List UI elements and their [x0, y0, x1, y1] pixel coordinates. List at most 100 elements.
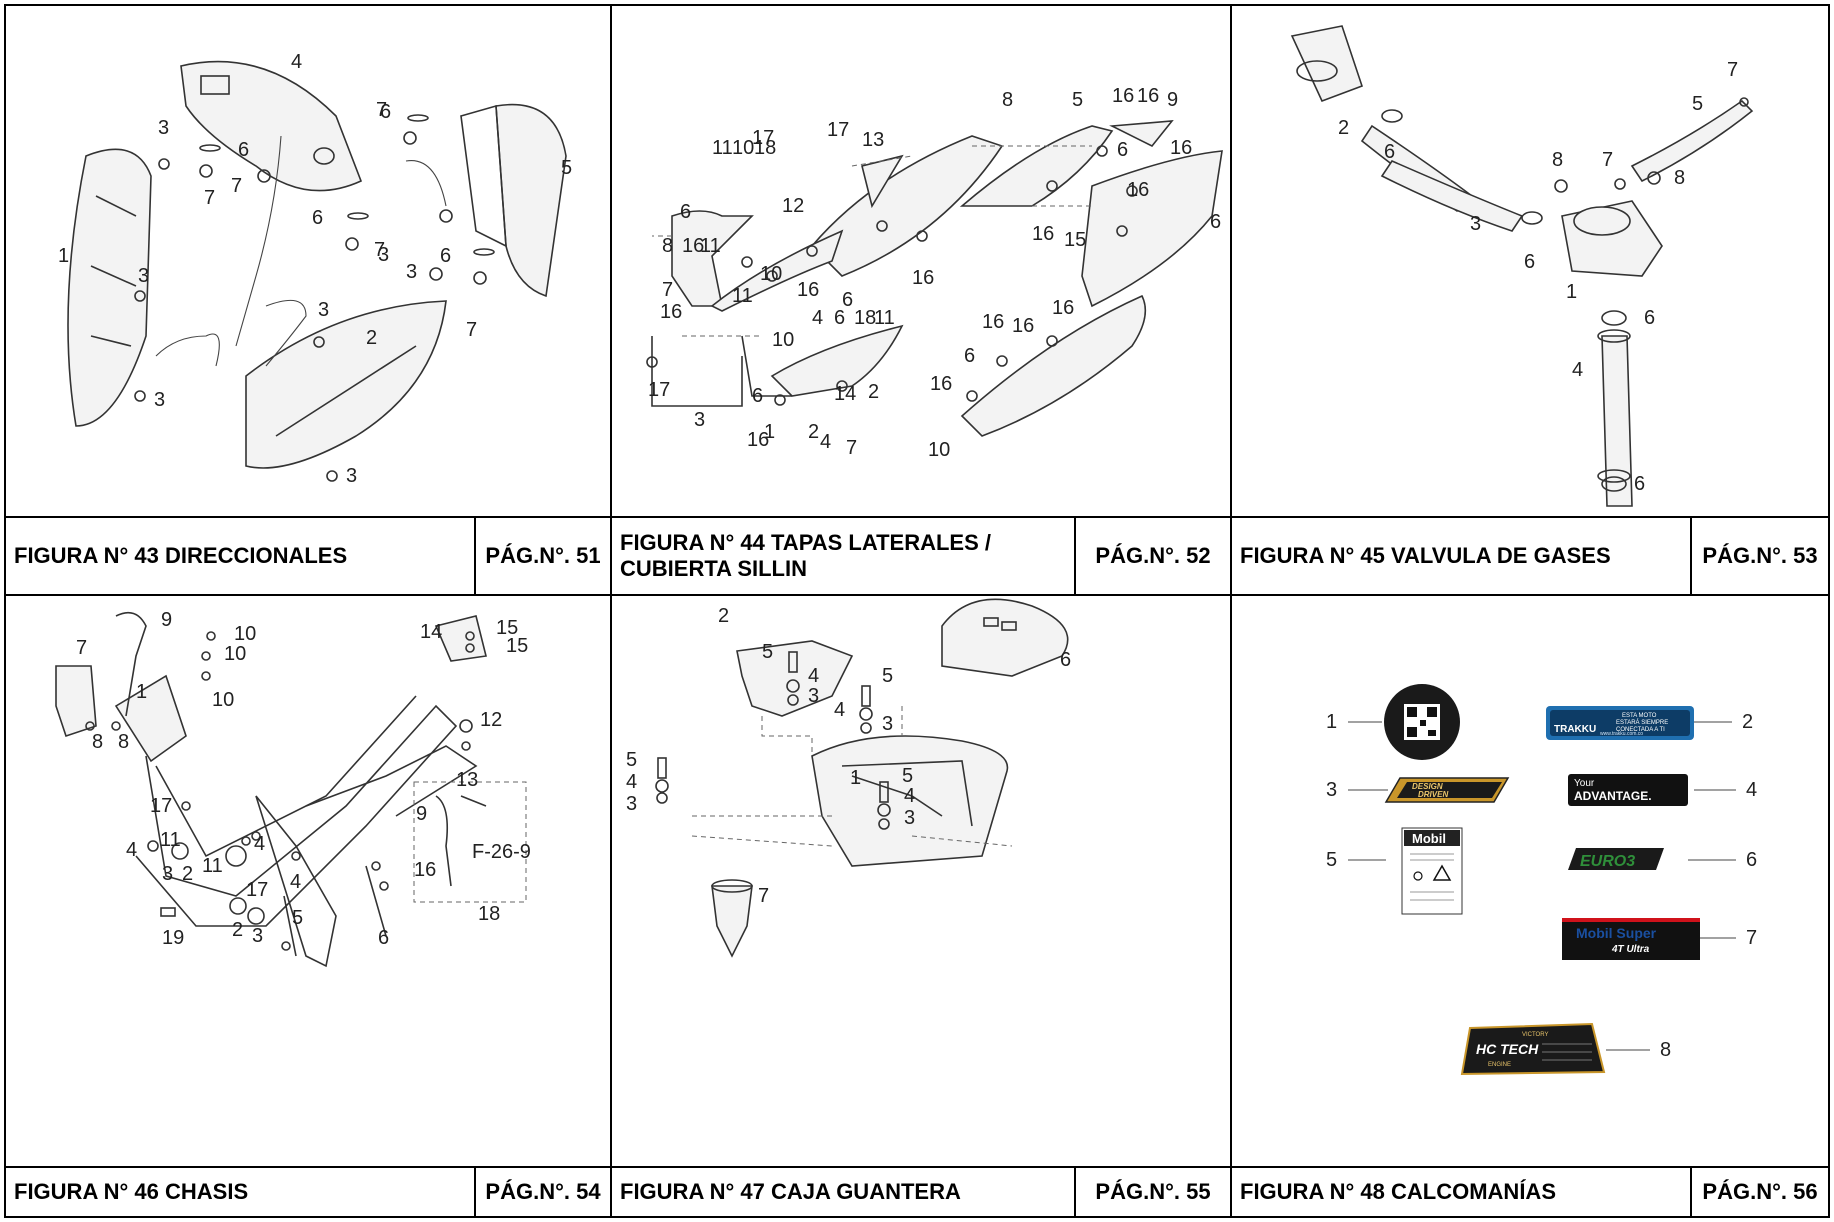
- callout-6: 6: [680, 201, 691, 223]
- callout-10b: 10: [224, 643, 246, 665]
- decal-5-brand: Mobil: [1412, 831, 1446, 846]
- callout-6d: 6: [842, 289, 853, 311]
- callout-4b: 1: [764, 421, 775, 443]
- callout-17: 17: [150, 795, 172, 817]
- callout-5b: 5: [882, 665, 893, 687]
- decal-3-line2: DRIVEN: [1418, 790, 1448, 799]
- decal-4-line1: Your: [1574, 778, 1595, 789]
- callout-2: 2: [1742, 711, 1753, 733]
- callout-17b: 17: [246, 879, 268, 901]
- callout-9: 9: [1167, 89, 1178, 111]
- callout-8b: 8: [1674, 167, 1685, 189]
- callout-16l: 16: [930, 373, 952, 395]
- callout-16f: 16: [1032, 223, 1054, 245]
- callout-12: 12: [480, 709, 502, 731]
- callout-5c: 5: [626, 749, 637, 771]
- figure-43-page: PÁG.N°. 51: [474, 516, 612, 596]
- callout-16m: 6: [752, 385, 763, 407]
- callout-5d: 5: [902, 765, 913, 787]
- glove-box-diagram: 2 6 5 4 3 5 4 3 5 4 3 1 5 4 3 7: [626, 598, 1071, 958]
- decal-8-title: HC TECH: [1476, 1041, 1539, 1057]
- chassis-diagram: 9 10 10 10 7 1 14 15 15 12 13 8 8 17 11 …: [55, 609, 531, 968]
- callout-11b: 11: [202, 855, 223, 877]
- cover-2: [736, 640, 854, 717]
- callout-16n: 11: [732, 285, 753, 307]
- callout-8: 8: [1660, 1039, 1671, 1061]
- front-lamp: [245, 300, 447, 469]
- callout-7: 11: [700, 235, 721, 257]
- decal-5-mobil-label: Mobil: [1401, 827, 1463, 915]
- callout-4: 4: [1572, 359, 1583, 381]
- callout-11b: 8: [662, 235, 673, 257]
- decal-2-line1: ESTA MOTO: [1622, 713, 1657, 719]
- decal-4-line2: ADVANTAGE.: [1574, 789, 1652, 803]
- callout-5: 5: [292, 907, 303, 929]
- decal-4-your-advantage: Your ADVANTAGE.: [1568, 774, 1688, 806]
- figure-46-drawing: 9 10 10 10 7 1 14 15 15 12 13 8 8 17 11 …: [4, 594, 612, 1168]
- lock-7: [711, 885, 753, 958]
- decals-diagram: 1 2 3 4 5 6 7 8: [1326, 684, 1757, 1076]
- callout-4: 16: [660, 301, 682, 323]
- callout-7b: 2: [808, 421, 819, 443]
- right-lens: [495, 103, 567, 298]
- cover-15: [1081, 150, 1223, 308]
- switch-9: [115, 611, 147, 717]
- callout-2: 2: [718, 605, 729, 627]
- callout-6: 6: [1384, 141, 1395, 163]
- figure-47-caption: FIGURA N° 47 CAJA GUANTERA: [610, 1166, 1076, 1218]
- callout-11: 11: [712, 137, 733, 159]
- callout-10c: 18: [854, 307, 876, 329]
- callout-14: 16: [1052, 297, 1074, 319]
- callout-11c: 6: [834, 307, 845, 329]
- callout-2: 17: [648, 379, 670, 401]
- callout-12: 12: [782, 195, 804, 217]
- figure-44-caption-line1: FIGURA N° 44 TAPAS LATERALES /: [620, 530, 992, 555]
- cover-14: [960, 294, 1147, 437]
- figure-46-page: PÁG.N°. 54: [474, 1166, 612, 1218]
- figure-43-caption: FIGURA N° 43 DIRECCIONALES: [4, 516, 476, 596]
- callout-3g: 3: [346, 465, 357, 487]
- rear-housing: [180, 60, 363, 192]
- callout-15b: 15: [506, 635, 528, 657]
- callout-4c: 4: [626, 771, 637, 793]
- callout-4d: 4: [904, 785, 915, 807]
- callout-4: 4: [291, 51, 302, 73]
- callout-7: 7: [76, 637, 87, 659]
- left-lamp: [67, 148, 152, 427]
- callout-17: 17: [752, 127, 774, 149]
- lid-6: [941, 598, 1069, 677]
- callout-3: 3: [1326, 779, 1337, 801]
- callout-6b: 10: [760, 263, 782, 285]
- callout-8b: 16: [1170, 137, 1192, 159]
- callout-3d: 3: [904, 807, 915, 829]
- callout-4c: 4: [290, 871, 301, 893]
- callout-8: 8: [92, 731, 103, 753]
- callout-11: 11: [160, 829, 181, 851]
- callout-3d: 3: [406, 261, 417, 283]
- decal-3-design-driven: DESIGN DRIVEN: [1384, 777, 1510, 803]
- figure-44-caption-line2: CUBIERTA SILLIN: [620, 556, 807, 581]
- decal-1-qr-sticker: [1384, 684, 1460, 760]
- callout-16e: 7: [662, 279, 673, 301]
- callout-3f: 3: [154, 389, 165, 411]
- figure-48-page: PÁG.N°. 56: [1690, 1166, 1830, 1218]
- callout-5: 5: [1692, 93, 1703, 115]
- callout-11d: 7: [846, 437, 857, 459]
- bracket-1: [651, 335, 792, 407]
- callout-3: 3: [162, 863, 173, 885]
- callout-3b: 3: [882, 713, 893, 735]
- figure-44-page: PÁG.N°. 52: [1074, 516, 1232, 596]
- callout-4: 4: [808, 665, 819, 687]
- callout-2: 2: [1338, 117, 1349, 139]
- decal-8-brand: VICTORY: [1522, 1032, 1548, 1038]
- decal-7-mobil-super: Mobil Super 4T Ultra: [1562, 918, 1700, 960]
- callout-13: 13: [862, 129, 884, 151]
- bracket-7: [55, 665, 97, 738]
- callout-13: 13: [456, 769, 478, 791]
- callout-4b: 4: [254, 833, 265, 855]
- callout-6c: 16: [797, 279, 819, 301]
- callout-1: 1: [850, 767, 861, 789]
- callout-1: 3: [694, 409, 705, 431]
- decal-3-line1: DESIGN: [1412, 782, 1443, 791]
- callout-16g: 15: [1064, 229, 1086, 251]
